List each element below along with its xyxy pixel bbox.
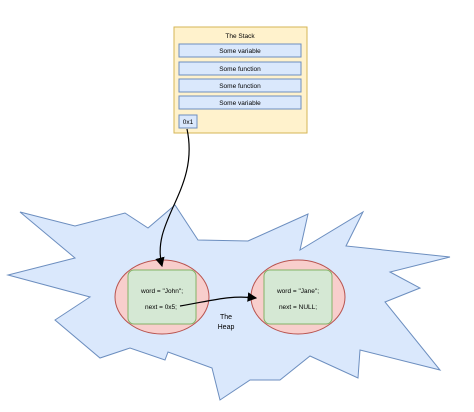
node-john-word: word = "John";: [140, 288, 183, 295]
stack-row-label: Some variable: [219, 100, 261, 107]
stack-pointer-box: [178, 114, 198, 129]
heap-label-line2: Heap: [218, 324, 235, 331]
node-john-box: [127, 269, 197, 325]
stack-rows: Some variable Some function Some functio…: [178, 43, 302, 110]
heap-label-line1: The: [220, 314, 232, 321]
node-jane-box: [263, 269, 333, 325]
stack-pointer-arrow: [155, 128, 190, 268]
stack-row-label: Some variable: [219, 48, 261, 55]
stack-row-label: Some function: [219, 83, 261, 90]
next-pointer-arrow: [179, 292, 258, 307]
node-jane-next: next = NULL;: [279, 304, 317, 311]
node-john-next-value: next = 0x5;: [145, 304, 177, 311]
node-jane-word: word = "Jane";: [276, 288, 319, 295]
stack-pointer-label: 0x1: [183, 119, 194, 126]
stack-row-label: Some function: [219, 66, 261, 73]
stack-row-box: [178, 61, 302, 76]
heap-shape: [6, 204, 451, 401]
stack-row-box: [178, 78, 302, 93]
stack-row-box: [178, 43, 302, 58]
stack-row-box: [178, 95, 302, 110]
stack-title: The Stack: [225, 33, 255, 40]
